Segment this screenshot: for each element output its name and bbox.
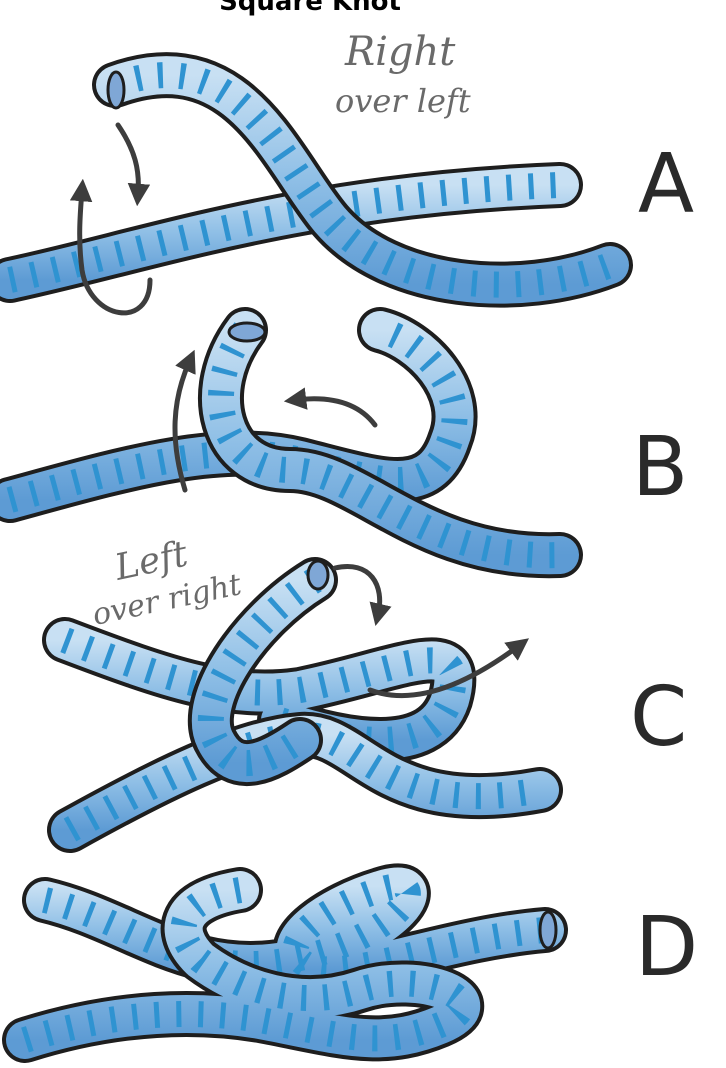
step-b-arrow-left — [295, 399, 375, 425]
step-a-letter: A — [638, 137, 694, 232]
step-d-figure: D — [25, 886, 698, 1040]
step-b-rope-end — [229, 323, 265, 341]
step-c-figure: Left over right C — [65, 533, 687, 830]
step-b-letter: B — [632, 420, 688, 515]
step-c-letter: C — [630, 670, 687, 765]
step-d-rope-end — [540, 912, 556, 948]
step-a-note-line-1: Right — [344, 29, 456, 75]
step-c-curved-arrow-down — [335, 566, 380, 615]
step-a-figure: Right over left A — [10, 29, 694, 313]
step-a-note-line-2: over left — [335, 82, 471, 120]
step-d-letter: D — [635, 900, 698, 995]
step-a-curved-arrow-down — [118, 125, 138, 195]
step-d-left-rope — [45, 886, 545, 969]
step-a-rope-end — [108, 72, 124, 108]
step-c-rope-end — [308, 561, 328, 589]
step-b-figure: B — [10, 323, 688, 555]
